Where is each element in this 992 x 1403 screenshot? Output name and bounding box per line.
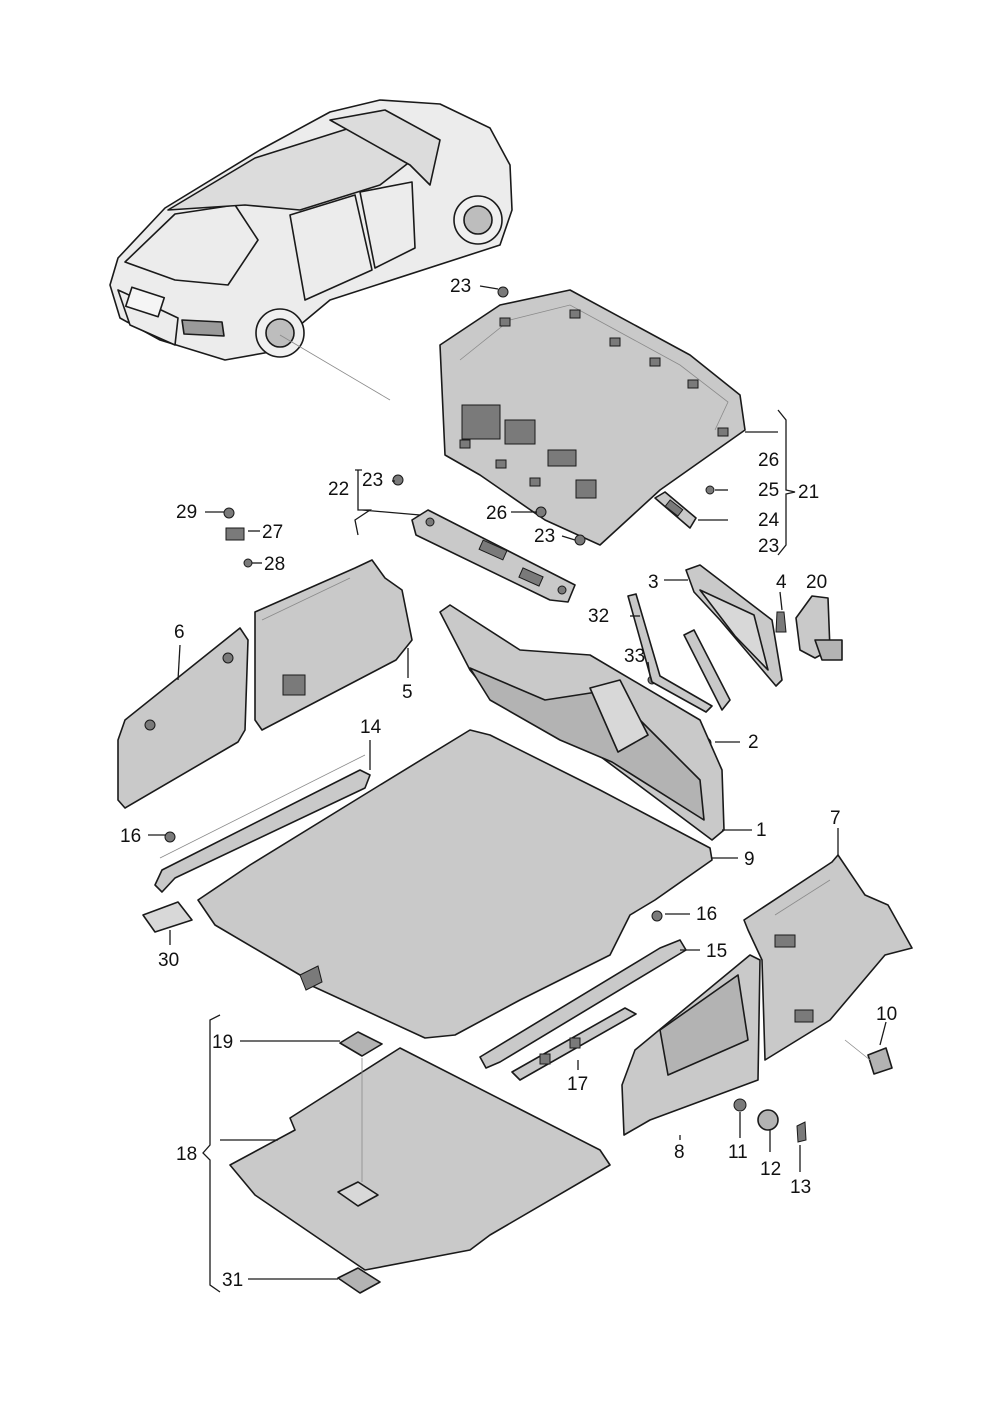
callout-5: 5: [402, 682, 413, 703]
callout-25: 25: [758, 480, 779, 501]
part-8-right-trim: [621, 954, 761, 1136]
callout-22: 22: [328, 479, 349, 500]
callout-21: 21: [798, 482, 819, 503]
callout-7: 7: [830, 808, 841, 829]
car-overview: [109, 99, 513, 401]
callout-26: 26: [486, 503, 507, 524]
part-1-rear-panel: [439, 604, 725, 841]
part-7-right-panel: [743, 854, 913, 1061]
callout-12: 12: [760, 1159, 781, 1180]
part-5-side-panel: [254, 559, 413, 731]
callout-19: 19: [212, 1032, 233, 1053]
callout-27: 27: [262, 522, 283, 543]
callout-10: 10: [876, 1004, 897, 1025]
callout-20: 20: [806, 572, 827, 593]
callout-28: 28: [264, 554, 285, 575]
callout-2: 2: [748, 732, 759, 753]
part-22-trim-strip: [411, 509, 576, 603]
part-31-pad: [337, 1267, 381, 1294]
callout-labels: 23 22 23 29 27 28 26 23 26 25 21 24 23 3…: [120, 276, 897, 1291]
callout-30: 30: [158, 950, 179, 971]
callout-15: 15: [706, 941, 727, 962]
callout-23: 23: [450, 276, 471, 297]
parts-10-13-small: [733, 1039, 893, 1143]
callout-31: 31: [222, 1270, 243, 1291]
callout-23: 23: [758, 536, 779, 557]
callout-6: 6: [174, 622, 185, 643]
part-20-box: [795, 595, 843, 661]
part-21-lid-lining: [439, 289, 746, 546]
callout-26: 26: [758, 450, 779, 471]
callout-17: 17: [567, 1074, 588, 1095]
part-32-strip: [627, 593, 731, 713]
callout-9: 9: [744, 849, 755, 870]
callout-8: 8: [674, 1142, 685, 1163]
callout-23: 23: [362, 470, 383, 491]
part-6-side-panel: [117, 627, 249, 809]
leader-lines: [148, 285, 887, 1293]
callout-14: 14: [360, 717, 382, 738]
part-19-pad: [339, 1031, 383, 1057]
callout-29: 29: [176, 502, 197, 523]
callout-32: 32: [588, 606, 609, 627]
part-17-strip: [511, 1007, 637, 1081]
callout-16: 16: [696, 904, 717, 925]
part-30-pad: [142, 901, 193, 933]
callout-13: 13: [790, 1177, 811, 1198]
part-3-frame: [685, 564, 783, 687]
callout-16: 16: [120, 826, 141, 847]
part-24-bracket: [654, 491, 697, 529]
callout-24: 24: [758, 510, 780, 531]
callout-23: 23: [534, 526, 555, 547]
callout-3: 3: [648, 572, 659, 593]
callout-11: 11: [728, 1142, 748, 1163]
callout-1: 1: [756, 820, 767, 841]
part-9-floor-cover: [197, 729, 713, 1039]
callout-4: 4: [776, 572, 787, 593]
callout-18: 18: [176, 1144, 197, 1165]
callout-33: 33: [624, 646, 645, 667]
part-14-sill-strip: [154, 754, 371, 893]
part-18-floor-mat: [229, 1047, 611, 1271]
